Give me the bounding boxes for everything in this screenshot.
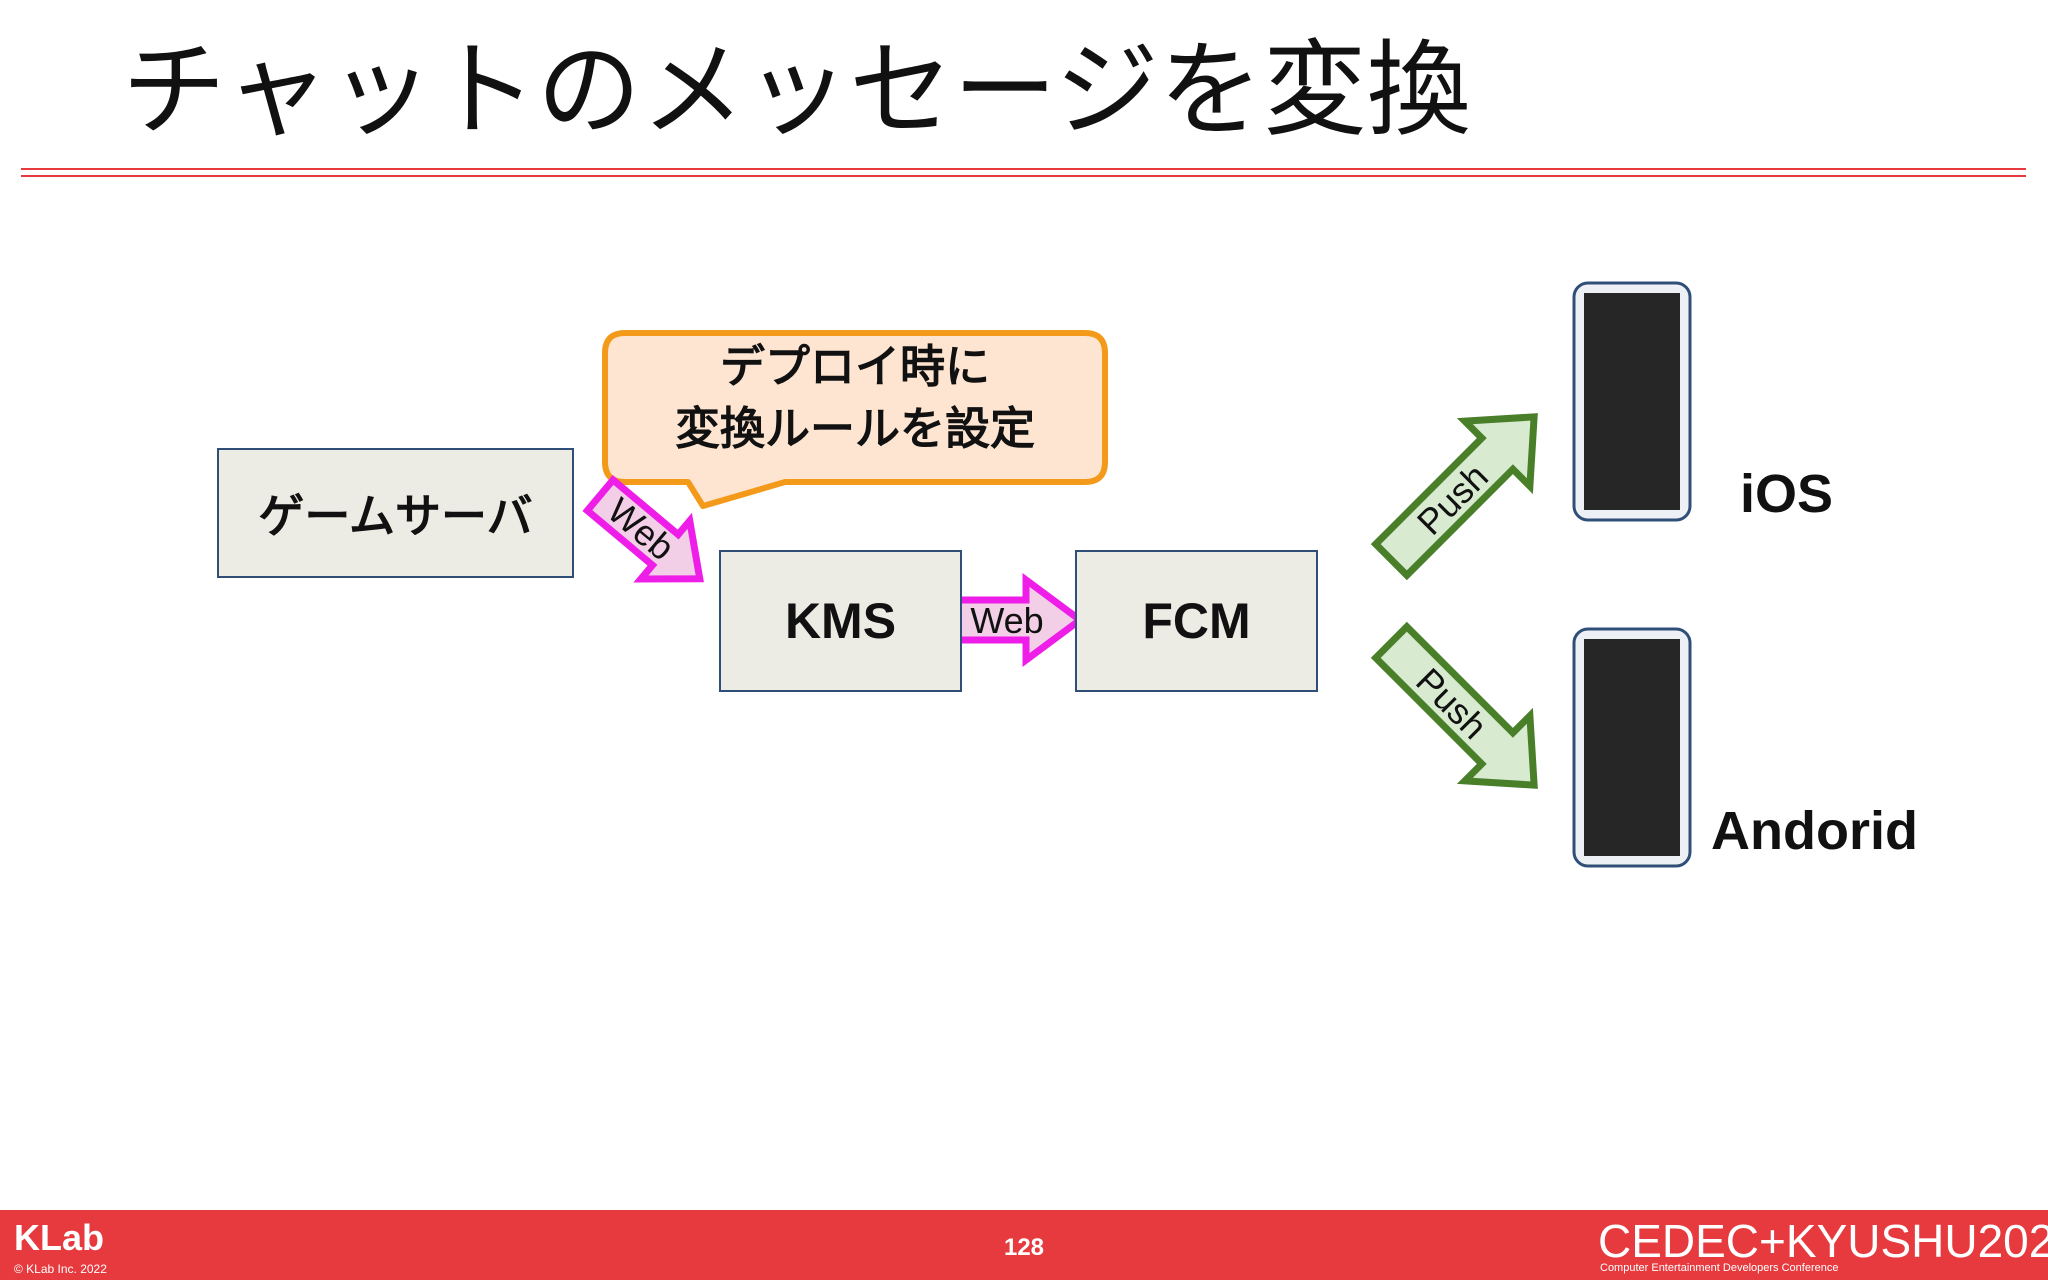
- event-logo: CEDEC+KYUSHU2022: [1598, 1215, 2048, 1267]
- title-rule-bottom: [21, 175, 2026, 177]
- callout-bubble: [602, 330, 1108, 509]
- callout-text: デプロイ時に 変換ルールを設定: [610, 336, 1100, 460]
- callout-line-1: デプロイ時に: [719, 340, 990, 393]
- copyright: © KLab Inc. 2022: [14, 1262, 107, 1276]
- push-arrow-to-android: Push: [1370, 621, 1538, 789]
- android-label: Andorid: [1711, 801, 1918, 861]
- event-subtitle: Computer Entertainment Developers Confer…: [1600, 1262, 1839, 1274]
- kms-label: KMS: [784, 593, 897, 649]
- footer-bar: [0, 1210, 2048, 1280]
- game-server-box: ゲームサーバ: [217, 448, 574, 578]
- fcm-label: FCM: [1142, 593, 1251, 649]
- android-phone-icon: [1572, 627, 1692, 868]
- game-server-label: ゲームサーバ: [258, 489, 533, 543]
- web-label-2: Web: [970, 600, 1043, 641]
- callout-line-2: 変換ルールを設定: [674, 402, 1035, 455]
- push-arrow-to-ios: Push: [1370, 413, 1538, 581]
- ios-phone-icon: [1572, 281, 1692, 522]
- klab-logo: KLab: [14, 1217, 104, 1258]
- kms-box: KMS: [719, 550, 962, 692]
- slide-title: チャットのメッセージを変換: [122, 29, 1471, 151]
- fcm-box: FCM: [1075, 550, 1318, 692]
- title-rule-top: [21, 168, 2026, 170]
- page-number: 128: [1003, 1234, 1045, 1261]
- ios-label: iOS: [1740, 464, 1834, 524]
